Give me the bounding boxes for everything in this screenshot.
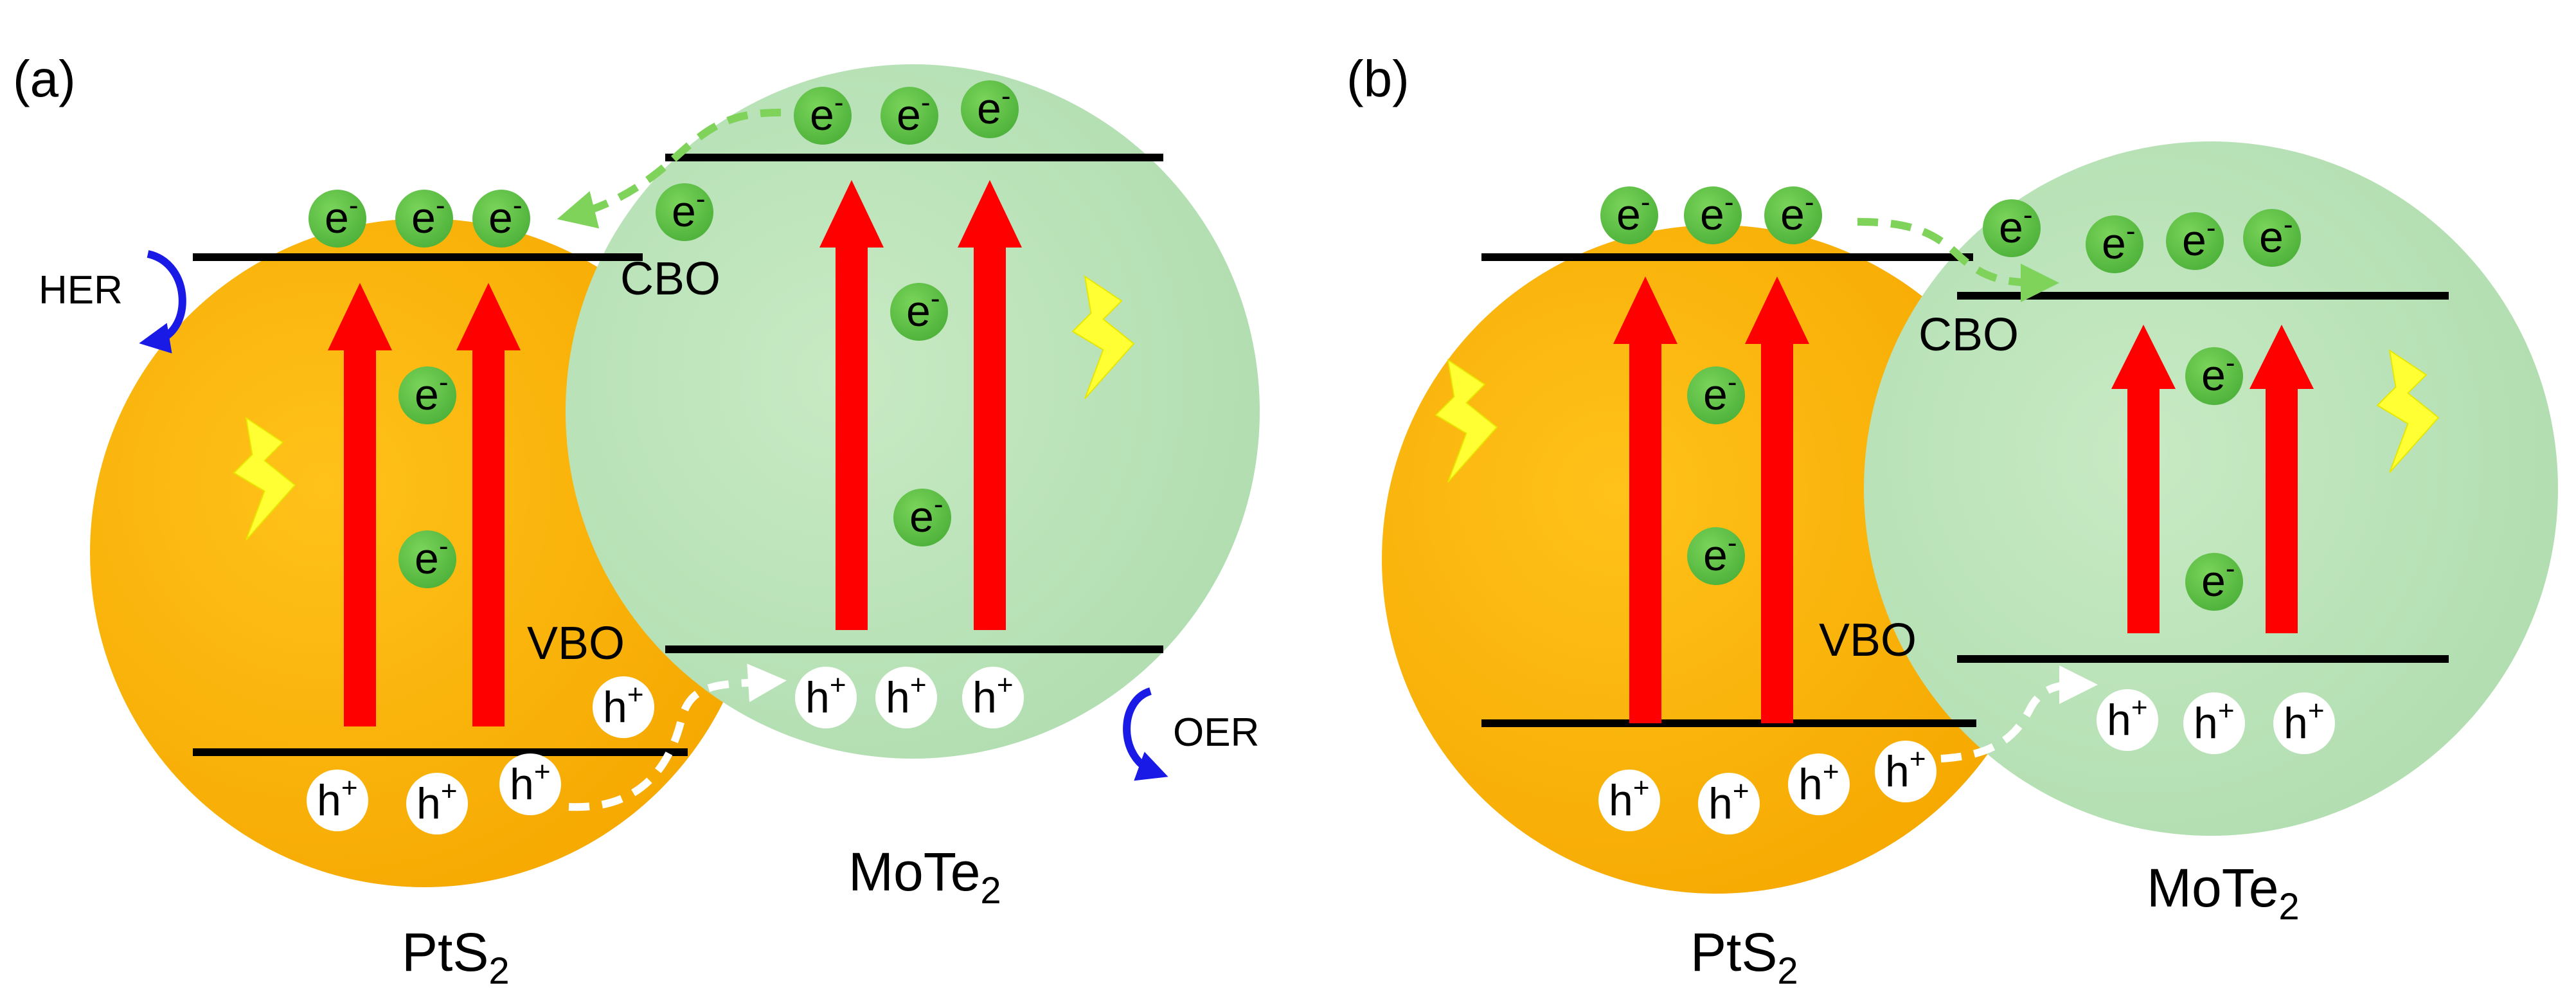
hole: h+ bbox=[2273, 692, 2335, 754]
electron: e- bbox=[656, 183, 713, 241]
electron: e- bbox=[309, 190, 366, 248]
electron: e- bbox=[1983, 199, 2041, 257]
hole: h+ bbox=[2097, 689, 2158, 751]
electron: e- bbox=[2185, 347, 2243, 405]
panel-a: (a) e- e- e- bbox=[13, 50, 1260, 992]
excitation-arrow bbox=[1613, 276, 1677, 723]
svg-text:e-: e- bbox=[1780, 186, 1814, 239]
panel-b: (b) e- e- e- bbox=[1346, 50, 2558, 992]
electron: e- bbox=[2086, 215, 2143, 273]
hole: h+ bbox=[2183, 692, 2245, 754]
cbo-label: CBO bbox=[1919, 309, 2019, 361]
curved-arrow-icon bbox=[139, 250, 186, 354]
hole: h+ bbox=[307, 770, 368, 831]
left-material-label: PtS2 bbox=[1690, 922, 1798, 992]
hole: h+ bbox=[962, 667, 1024, 728]
hole: h+ bbox=[1788, 753, 1850, 815]
her-label: HER bbox=[39, 268, 123, 312]
electron: e- bbox=[1687, 366, 1745, 424]
electron: e- bbox=[1764, 186, 1822, 244]
electron: e- bbox=[794, 87, 852, 145]
excitation-arrow bbox=[328, 283, 392, 726]
vbo-label: VBO bbox=[527, 618, 625, 669]
electron: e- bbox=[2166, 212, 2224, 270]
electron: e- bbox=[890, 283, 948, 341]
electron: e- bbox=[2243, 209, 2301, 267]
hole: h+ bbox=[593, 676, 654, 738]
curved-arrow-icon bbox=[1123, 687, 1168, 781]
electron: e- bbox=[893, 489, 951, 546]
electron: e- bbox=[472, 190, 530, 248]
oer-label: OER bbox=[1173, 710, 1259, 755]
cbo-label: CBO bbox=[620, 253, 720, 305]
panel-label: (b) bbox=[1346, 50, 1409, 107]
excitation-arrow bbox=[456, 283, 521, 726]
electron: e- bbox=[1687, 527, 1745, 585]
hole: h+ bbox=[406, 773, 468, 834]
electron: e- bbox=[1684, 186, 1742, 244]
dashed-transfer-arrow bbox=[557, 109, 782, 229]
hole: h+ bbox=[1598, 770, 1660, 831]
electron: e- bbox=[398, 530, 456, 588]
excitation-arrow bbox=[1745, 276, 1809, 723]
mote2-sphere bbox=[566, 64, 1260, 759]
hole: h+ bbox=[795, 667, 857, 728]
electron: e- bbox=[398, 366, 456, 424]
electron: e- bbox=[961, 80, 1019, 138]
excitation-arrow bbox=[2111, 325, 2176, 633]
hole: h+ bbox=[875, 667, 937, 728]
dashed-transfer-arrow bbox=[1857, 218, 2059, 302]
left-material-label: PtS2 bbox=[402, 922, 510, 992]
right-material-label: MoTe2 bbox=[2147, 858, 2300, 928]
dashed-transfer-arrow bbox=[1940, 665, 2098, 762]
right-material-label: MoTe2 bbox=[848, 842, 1001, 912]
svg-text:e-: e- bbox=[897, 87, 930, 140]
svg-text:e-: e- bbox=[909, 489, 943, 541]
dashed-transfer-arrow bbox=[568, 663, 787, 811]
svg-text:h+: h+ bbox=[510, 756, 551, 809]
excitation-arrow bbox=[819, 180, 884, 630]
excitation-arrow bbox=[2250, 325, 2314, 633]
electron: e- bbox=[2185, 553, 2243, 611]
electron: e- bbox=[1600, 186, 1658, 244]
hole: h+ bbox=[499, 753, 561, 815]
panel-label: (a) bbox=[13, 50, 76, 107]
excitation-arrow bbox=[958, 180, 1022, 630]
vbo-label: VBO bbox=[1819, 615, 1917, 666]
hole: h+ bbox=[1698, 773, 1760, 834]
electron: e- bbox=[395, 190, 453, 248]
electron: e- bbox=[881, 87, 938, 145]
hole: h+ bbox=[1875, 741, 1936, 802]
